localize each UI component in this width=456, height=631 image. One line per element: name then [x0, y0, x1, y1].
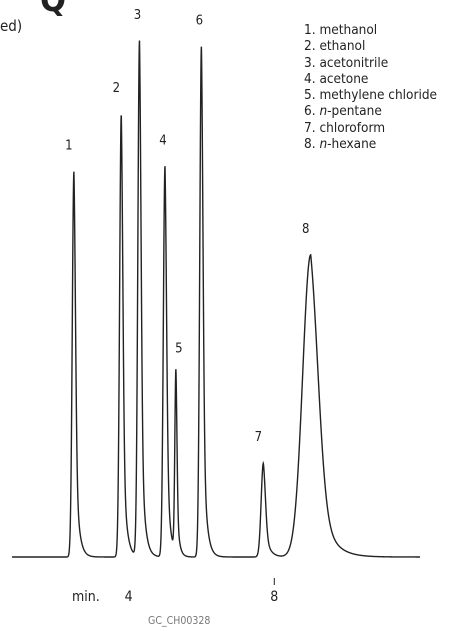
legend-item: 7. chloroform — [304, 119, 386, 136]
legend-item: 6. n-pentane — [304, 103, 382, 120]
legend-item: 1. methanol — [304, 22, 378, 38]
legend-item: 8. n-hexane — [304, 136, 377, 153]
peak-label: 1 — [65, 139, 72, 154]
title-fragment: Q — [40, 0, 67, 20]
x-axis-label: min. — [72, 589, 100, 605]
peak-label: 3 — [134, 8, 141, 23]
legend-item: 5. methylene chloride — [304, 87, 438, 104]
peak-label: 8 — [302, 222, 309, 237]
figure-code: GC_CH00328 — [148, 615, 210, 627]
x-tick-label: 8 — [270, 589, 278, 605]
peak-label: 6 — [196, 13, 203, 28]
peak-label: 7 — [255, 430, 262, 445]
peak-label: 2 — [113, 81, 120, 96]
peak-label: 5 — [175, 342, 182, 357]
legend-item: 2. ethanol — [304, 38, 366, 55]
legend-item: 4. acetone — [304, 70, 369, 87]
chromatogram-trace — [12, 40, 420, 558]
x-tick-label: 4 — [125, 589, 133, 605]
legend-item: 3. acetonitrile — [304, 54, 389, 71]
subtitle-fragment: ed) — [0, 17, 23, 35]
peak-label: 4 — [159, 133, 166, 148]
